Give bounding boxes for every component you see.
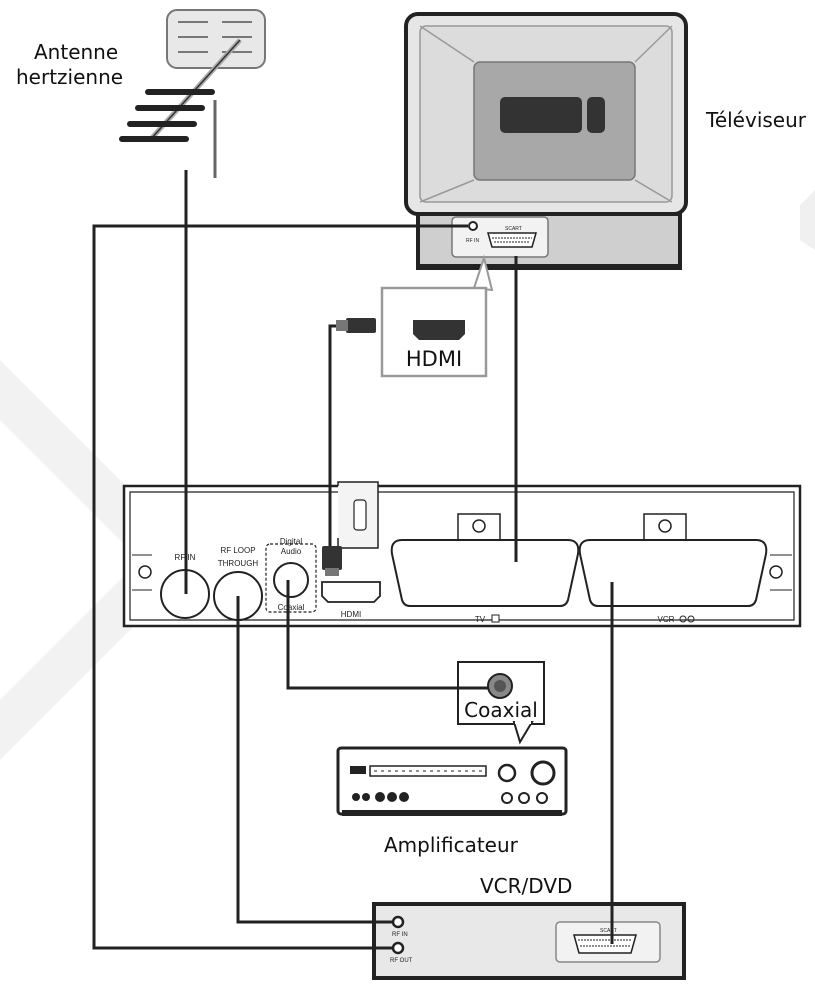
tv-scart-label: SCART — [505, 226, 522, 232]
antenna-label-2: hertzienne — [16, 65, 124, 89]
coaxial-callout-label: Coaxial — [464, 698, 538, 722]
coaxial-callout: Coaxial — [457, 661, 545, 745]
cable-hdmi — [328, 324, 336, 548]
cable-coaxial — [286, 580, 488, 690]
tv-rf-in-label: RF IN — [466, 238, 479, 244]
tv-scart-port — [390, 539, 580, 607]
tv-scart-label: TV — [475, 615, 486, 624]
coaxial-jack-icon — [487, 673, 513, 699]
vcr-scart-label: VCR — [658, 615, 675, 624]
cables — [92, 170, 614, 950]
coaxial-port-label: Coaxial — [278, 603, 305, 612]
digital-audio-label-2: Audio — [281, 547, 302, 556]
digital-audio-label-1: Digital — [280, 537, 302, 546]
vcr-scart-panel-label: SCART — [600, 928, 617, 934]
receiver-rear-panel: RF IN RF LOOP THROUGH Digital Audio Coax… — [122, 481, 802, 628]
vcr-scart-port — [578, 539, 768, 607]
cable-tv-rf-vcr-rf-out — [92, 224, 468, 950]
hdmi-plug-icon — [336, 318, 376, 333]
hdmi-callout: HDMI — [380, 254, 494, 378]
rf-loop-label-1: RF LOOP — [220, 546, 255, 555]
television-icon: RF IN SCART — [404, 12, 688, 270]
hdmi-port-icon — [413, 320, 465, 340]
receiver-hdmi-port — [321, 581, 381, 603]
coaxial-port — [273, 562, 309, 598]
watermark-shape — [0, 360, 200, 760]
amplifier-icon — [336, 746, 568, 816]
antenna-label-1: Antenne — [34, 40, 119, 64]
hdmi-callout-label: HDMI — [406, 347, 462, 371]
vcr-dvd-label: VCR/DVD — [480, 874, 573, 898]
amplifier-label: Amplificateur — [384, 833, 518, 857]
receiver-hdmi-label: HDMI — [341, 610, 361, 619]
vcr-dvd-icon: RF IN RF OUT SCART — [372, 902, 686, 980]
cable-rf-loop-vcr — [236, 596, 392, 924]
hdmi-plug-receiver-icon — [322, 546, 342, 576]
antenna-icon — [119, 9, 266, 178]
watermark-shape-right — [800, 190, 815, 250]
vcr-rf-out-label: RF OUT — [390, 958, 413, 964]
vcr-rf-in-label: RF IN — [392, 932, 408, 938]
tv-label: Téléviseur — [706, 108, 806, 132]
rf-loop-label-2: THROUGH — [218, 559, 259, 568]
